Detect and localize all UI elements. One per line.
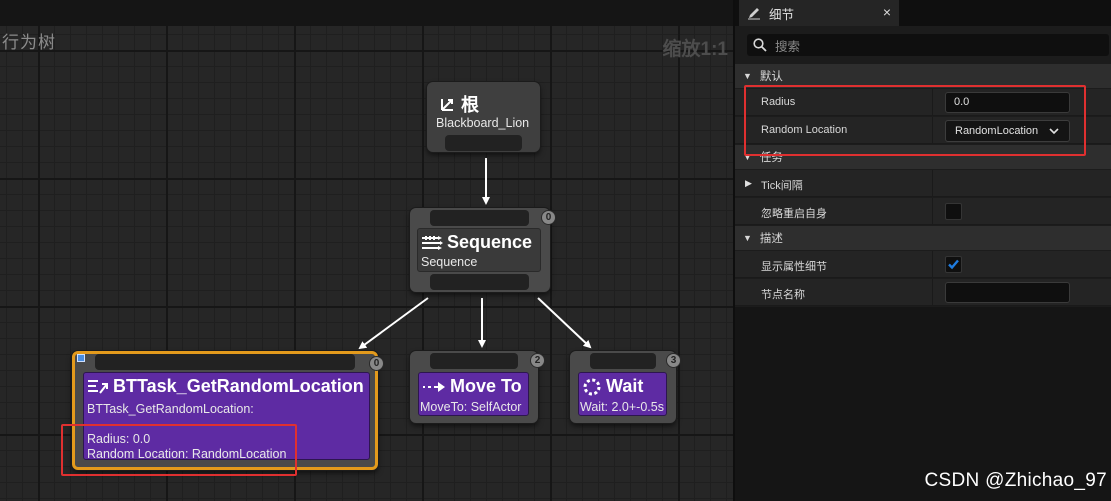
category-description[interactable]: ▼ 描述: [735, 226, 1111, 250]
category-description-label: 描述: [759, 233, 783, 245]
sequence-node[interactable]: Sequence Sequence 0: [410, 208, 556, 292]
collapse-arrow-icon: ▼: [743, 152, 752, 162]
expand-arrow-icon[interactable]: ▶: [745, 178, 752, 188]
task-title: BTTask_GetRandomLocation: [87, 376, 364, 397]
root-title-text: 根: [461, 95, 479, 115]
wait-body: Wait Wait: 2.0+-0.5s: [578, 372, 667, 416]
behavior-tree-graph[interactable]: 行为树 缩放1:1 根 Blackboard_Lion: [0, 0, 733, 501]
sequence-title: Sequence: [421, 232, 532, 253]
sequence-body: Sequence Sequence: [417, 228, 541, 272]
wait-title-text: Wait: [606, 376, 644, 396]
sequence-output-pin[interactable]: [430, 274, 529, 290]
category-task-label: 任务: [759, 152, 783, 164]
search-input[interactable]: 搜索: [747, 34, 1109, 56]
tick-interval-label: Tick间隔: [761, 180, 803, 192]
row-node-name: 节点名称: [735, 279, 1111, 306]
radius-label: Radius: [761, 96, 796, 108]
moveto-title: Move To: [422, 376, 522, 397]
category-default[interactable]: ▼ 默认: [735, 64, 1111, 88]
wire-sequence-task: [358, 297, 429, 350]
sequence-title-text: Sequence: [447, 232, 533, 252]
row-tick-interval: ▶ Tick间隔: [735, 170, 1111, 197]
connection-wires: [358, 158, 592, 350]
ignore-restart-self-label: 忽略重启自身: [761, 208, 827, 220]
collapse-arrow-icon: ▼: [743, 233, 752, 243]
checkmark-icon: [948, 259, 959, 270]
task-node[interactable]: BTTask_GetRandomLocation BTTask_GetRando…: [72, 351, 384, 470]
task-title-text: BTTask_GetRandomLocation: [113, 376, 364, 396]
moveto-node[interactable]: Move To MoveTo: SelfActor 2: [410, 351, 545, 423]
root-node[interactable]: 根 Blackboard_Lion: [427, 82, 540, 152]
row-divider: [932, 279, 933, 306]
row-random-location: Random Location RandomLocation: [735, 117, 1111, 144]
wire-sequence-wait: [537, 297, 592, 349]
row-divider: [932, 89, 933, 116]
node-name-field[interactable]: [945, 282, 1070, 303]
moveto-subtitle: MoveTo: SelfActor: [420, 400, 522, 414]
row-divider: [932, 170, 933, 197]
spinner-icon: [583, 378, 601, 395]
wait-node[interactable]: Wait Wait: 2.0+-0.5s 3: [570, 351, 681, 423]
row-radius: Radius 0.0: [735, 89, 1111, 116]
root-subtitle: Blackboard_Lion: [436, 116, 530, 130]
graph-title: 行为树: [2, 33, 56, 52]
show-property-details-label: 显示属性细节: [761, 261, 827, 273]
wait-input-pin[interactable]: [590, 353, 656, 369]
sequence-icon: [422, 235, 443, 250]
show-property-details-checkbox[interactable]: [945, 256, 962, 273]
arrow-right-icon: [423, 381, 445, 392]
pencil-icon: [748, 8, 760, 20]
wait-index-badge: 3: [666, 353, 681, 368]
details-tabbar: 细节 ×: [735, 0, 1111, 26]
graph-toolbar: [0, 0, 733, 26]
task-prop-radius: Radius: 0.0: [87, 432, 151, 446]
root-icon: [441, 99, 453, 111]
watermark: CSDN @Zhichao_97: [924, 470, 1107, 491]
random-location-dropdown[interactable]: RandomLocation: [945, 120, 1070, 142]
details-tab[interactable]: 细节 ×: [739, 0, 899, 26]
wait-title: Wait: [582, 376, 643, 397]
details-empty-area: [735, 307, 1111, 501]
task-breakpoint-icon: [77, 354, 85, 362]
root-node-title: 根: [439, 91, 479, 117]
task-prop-location: Random Location: RandomLocation: [87, 447, 287, 460]
moveto-body: Move To MoveTo: SelfActor: [418, 372, 529, 416]
sequence-subtitle: Sequence: [421, 255, 478, 269]
row-show-property-details: 显示属性细节: [735, 251, 1111, 278]
collapse-arrow-icon: ▼: [743, 71, 752, 81]
moveto-index-badge: 2: [530, 353, 545, 368]
task-icon: [88, 379, 108, 394]
category-default-label: 默认: [759, 71, 783, 83]
node-name-label: 节点名称: [761, 289, 805, 301]
ignore-restart-self-checkbox[interactable]: [945, 203, 962, 220]
row-divider: [932, 117, 933, 144]
sequence-index-badge: 0: [541, 210, 556, 225]
task-input-pin[interactable]: [95, 354, 355, 370]
search-icon: [753, 38, 767, 52]
task-index-badge: 0: [369, 356, 384, 371]
details-panel: 细节 × 搜索 ▼ 默认 Radius 0.0 Random Location …: [733, 0, 1111, 501]
task-subtitle: BTTask_GetRandomLocation:: [87, 402, 254, 416]
row-divider: [932, 251, 933, 278]
category-task[interactable]: ▼ 任务: [735, 145, 1111, 169]
random-location-label: Random Location: [761, 124, 848, 136]
close-icon[interactable]: ×: [882, 4, 891, 20]
row-ignore-restart-self: 忽略重启自身: [735, 198, 1111, 225]
moveto-title-text: Move To: [450, 376, 522, 396]
search-placeholder: 搜索: [775, 39, 801, 54]
details-tab-label: 细节: [769, 7, 795, 22]
row-divider: [932, 198, 933, 225]
zoom-level: 缩放1:1: [662, 39, 728, 60]
sequence-input-pin[interactable]: [430, 210, 529, 226]
wait-subtitle: Wait: 2.0+-0.5s: [580, 400, 664, 414]
radius-field[interactable]: 0.0: [945, 92, 1070, 113]
task-body: BTTask_GetRandomLocation BTTask_GetRando…: [83, 372, 370, 460]
moveto-input-pin[interactable]: [430, 353, 518, 369]
root-output-pin[interactable]: [445, 135, 522, 151]
chevron-down-icon: [1049, 121, 1059, 149]
random-location-value: RandomLocation: [955, 125, 1039, 137]
